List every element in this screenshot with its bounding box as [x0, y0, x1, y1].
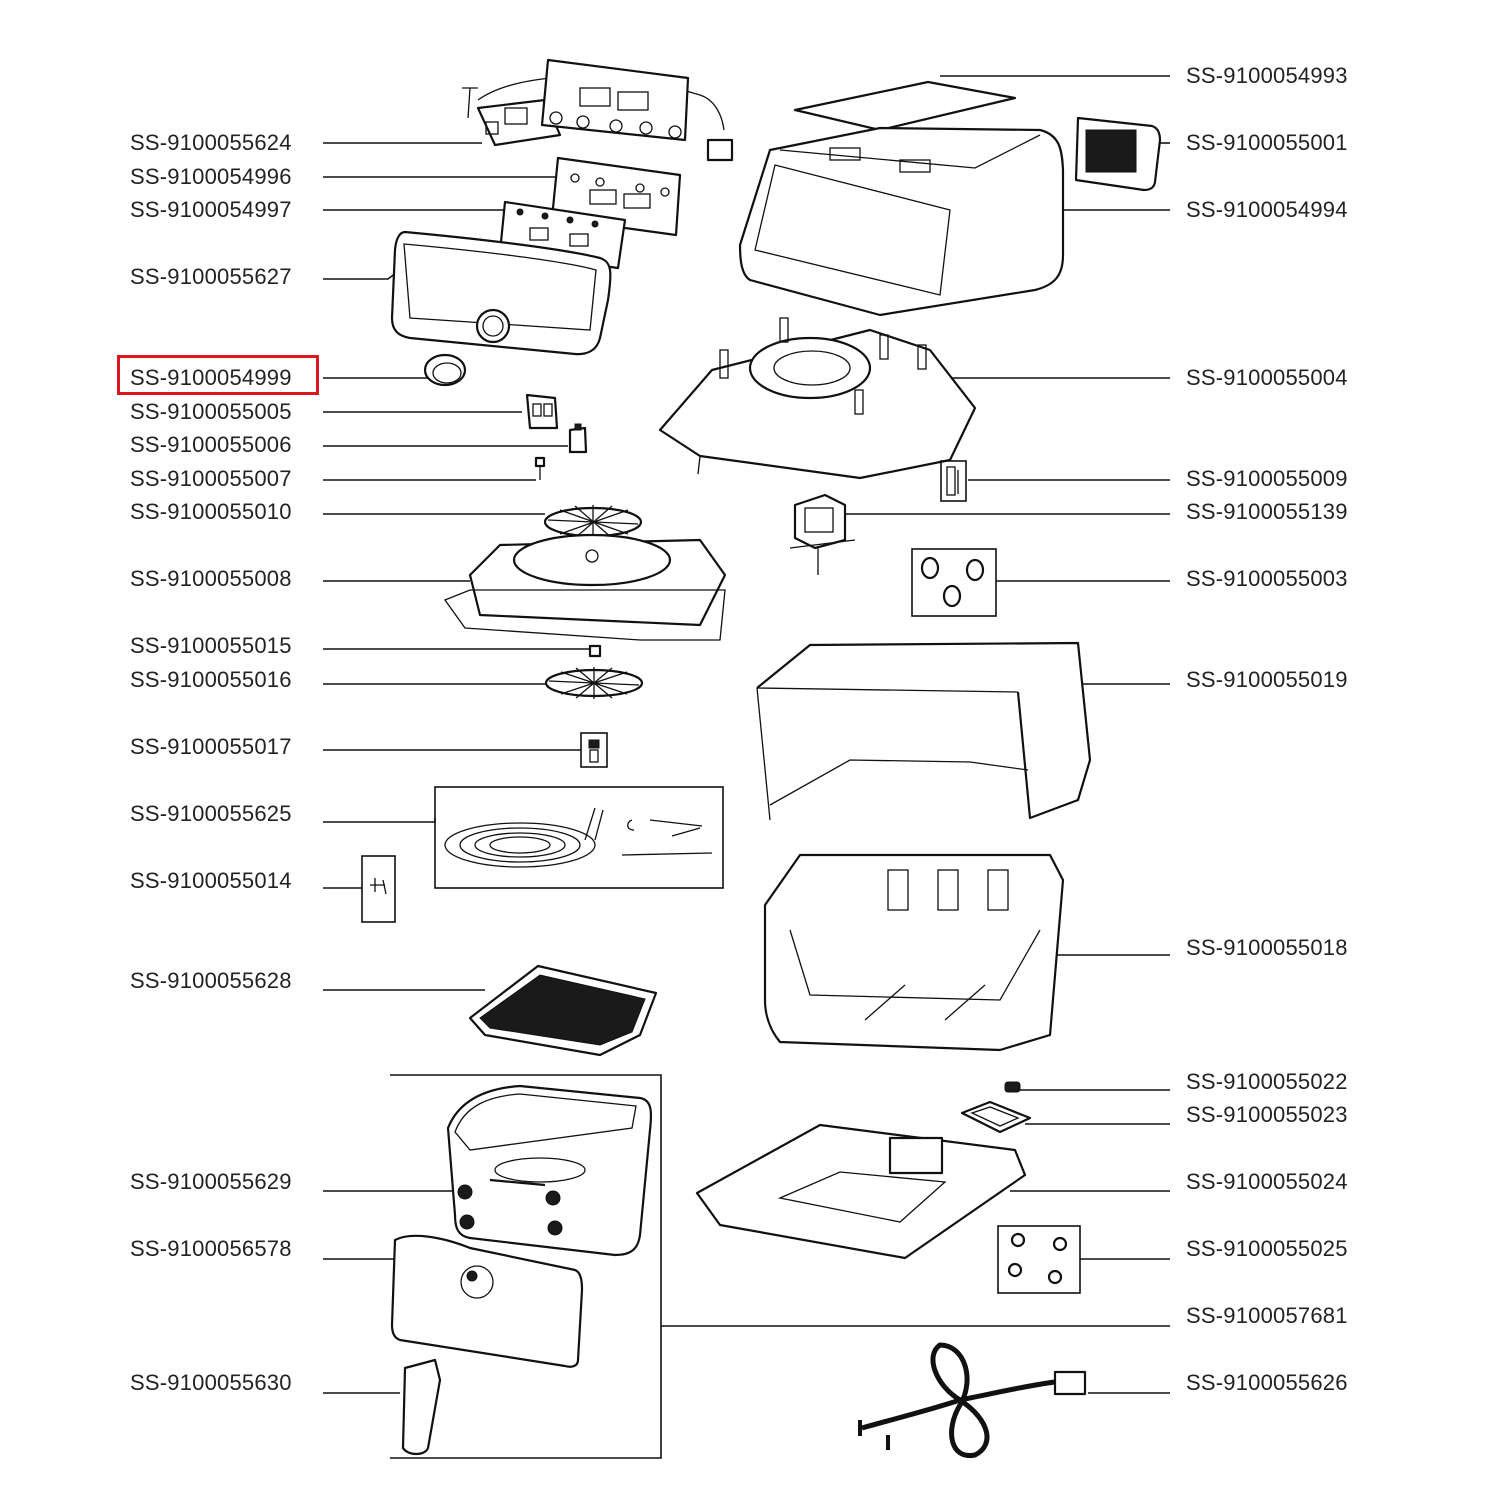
part-label: SS-9100055001 [1186, 130, 1348, 155]
part-label: SS-9100055006 [130, 432, 292, 457]
part-label: SS-9100055630 [130, 1370, 292, 1395]
screw-part [534, 456, 546, 480]
part-label: SS-9100055003 [1186, 566, 1348, 591]
part-label: SS-9100055014 [130, 868, 292, 893]
part-label: SS-9100055025 [1186, 1236, 1348, 1261]
switch-bracket-part [525, 393, 559, 430]
feet-set-part [911, 548, 997, 617]
part-label: SS-9100055018 [1186, 935, 1348, 960]
fan-housing-part [443, 533, 727, 641]
top-cover-plate-part [793, 80, 1017, 132]
heating-element-part [434, 786, 724, 889]
basket-group-bracket [390, 1074, 662, 1459]
lower-fan-part [544, 667, 644, 699]
part-label: SS-9100055005 [130, 399, 292, 424]
part-label: SS-9100055139 [1186, 499, 1348, 524]
heat-shield-wrap-part [756, 641, 1092, 821]
thermal-fuse-part [361, 855, 396, 923]
air-outlet-grille-part [1074, 116, 1162, 192]
part-label: SS-9100054996 [130, 164, 292, 189]
right-leader-lines [661, 75, 1170, 1394]
part-label: SS-9100055009 [1186, 466, 1348, 491]
part-label: SS-9100055004 [1186, 365, 1348, 390]
power-pcb-part [462, 76, 725, 147]
part-label: SS-9100054997 [130, 197, 292, 222]
part-label: SS-9100055625 [130, 801, 292, 826]
front-panel-part [390, 230, 612, 356]
coupler-part [588, 644, 602, 658]
outer-housing-part [738, 126, 1065, 317]
bottom-feet-part [997, 1225, 1081, 1294]
highlight-box [117, 355, 319, 395]
nut-part [580, 732, 608, 768]
part-label: SS-9100055629 [130, 1169, 292, 1194]
basket-part [446, 1084, 653, 1257]
part-label: SS-9100055023 [1186, 1102, 1348, 1127]
power-cord-part [858, 1342, 1087, 1458]
grill-plate-part [468, 964, 658, 1057]
part-label: SS-9100055010 [130, 499, 292, 524]
spring-part [1004, 1081, 1021, 1093]
part-label: SS-9100055017 [130, 734, 292, 759]
part-label: SS-9100055015 [130, 633, 292, 658]
part-label: SS-9100055007 [130, 466, 292, 491]
small-bracket-part [940, 460, 967, 502]
gasket-part [960, 1100, 1032, 1134]
part-label: SS-9100055016 [130, 667, 292, 692]
part-label-highlighted: SS-9100054999 [130, 365, 292, 390]
part-label: SS-9100055024 [1186, 1169, 1348, 1194]
microswitch-part [568, 423, 588, 454]
handle-part [401, 1358, 442, 1456]
part-label: SS-9100055019 [1186, 667, 1348, 692]
part-label: SS-9100055022 [1186, 1069, 1348, 1094]
part-label: SS-9100055008 [130, 566, 292, 591]
inner-frame-part [658, 317, 977, 480]
knob-part [423, 353, 467, 387]
part-label: SS-9100054994 [1186, 197, 1348, 222]
part-label: SS-9100055624 [130, 130, 292, 155]
part-label: SS-9100055627 [130, 264, 292, 289]
part-label: SS-9100055628 [130, 968, 292, 993]
part-label: SS-9100055626 [1186, 1370, 1348, 1395]
base-part [695, 1123, 1027, 1260]
motor-part [789, 493, 856, 575]
part-label: SS-9100056578 [130, 1236, 292, 1261]
part-label: SS-9100054993 [1186, 63, 1348, 88]
drawer-front-part [390, 1234, 584, 1368]
upper-fan-part [543, 505, 643, 539]
display-board-part [540, 58, 734, 162]
cooking-chamber-part [763, 853, 1065, 1052]
part-label: SS-9100057681 [1186, 1303, 1348, 1328]
